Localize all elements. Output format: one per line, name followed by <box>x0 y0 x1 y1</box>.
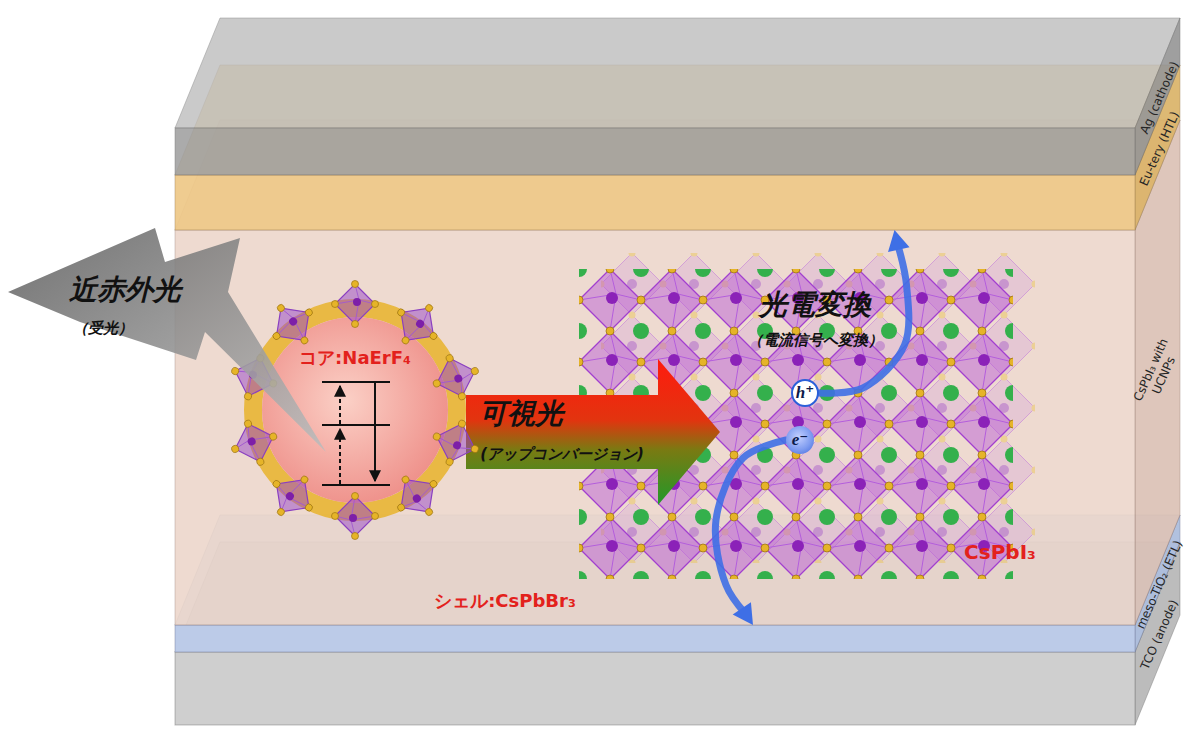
node-label: コア:NaErF₄ <box>299 348 411 369</box>
upconversion-arrow <box>466 359 720 505</box>
text-holder: 近赤外光 <box>69 274 181 306</box>
energy-levels <box>339 386 341 424</box>
electron-carrier: e⁻ <box>786 426 814 454</box>
arrow-body <box>466 395 660 469</box>
electron-transport-layer: meso-TiO₂ (ETL) <box>175 625 1135 652</box>
text-holder: シェル:CsPbBr₃ <box>434 591 576 612</box>
node-label: （電流信号へ変換） <box>748 332 883 349</box>
cathode-layer: Ag (cathode) <box>175 128 1135 175</box>
text-holder: CsPbI₃ with UCNPs <box>1129 330 1187 414</box>
cathode-slab <box>175 128 1135 175</box>
free-label: 近赤外光 <box>69 274 181 306</box>
text-holder: CsPbI₃ <box>964 541 1036 564</box>
node-label: CsPbI₃ with UCNPs <box>1129 330 1187 414</box>
arrow-head <box>888 230 909 252</box>
energy-levels <box>322 381 390 383</box>
shell-octahedra <box>225 413 284 472</box>
edge-label: 可視光 <box>479 398 563 430</box>
htl-slab <box>175 175 1135 230</box>
energy-levels <box>322 382 390 485</box>
absorber-slab <box>175 120 1180 230</box>
shell-octahedra <box>426 413 485 472</box>
text-holder: e⁻ <box>792 430 809 450</box>
shell-ring <box>253 308 457 512</box>
free-label: (アップコンバージョン) <box>480 446 644 463</box>
text-holder: meso-TiO₂ (ETL) <box>1130 536 1186 631</box>
text-holder: （電流信号へ変換） <box>748 330 883 349</box>
text-holder: 光電変換 <box>759 289 871 321</box>
cathode-slab <box>175 18 1180 175</box>
node-label: 光電変換 <box>759 289 871 321</box>
node-label: CsPbI₃ <box>964 541 1036 564</box>
absorber-slab <box>175 120 1180 625</box>
free-label: （受光） <box>73 320 133 337</box>
node-label: e⁻ <box>792 430 809 450</box>
electron-path <box>715 440 786 625</box>
arrow-head <box>733 602 753 625</box>
anode-slab <box>175 652 1135 725</box>
text-holder: （受光） <box>73 318 133 337</box>
text-holder: h⁺ <box>796 383 814 403</box>
energy-levels <box>322 424 390 426</box>
node-label: シェル:CsPbBr₃ <box>434 591 576 612</box>
text-holder: コア:NaErF₄ <box>299 348 411 369</box>
carrier-flow-line <box>715 440 786 613</box>
shell-octahedra <box>384 463 450 529</box>
shell-octahedra <box>384 291 450 357</box>
shell-octahedra <box>225 281 486 540</box>
energy-levels <box>322 484 390 486</box>
shell-octahedra <box>332 281 379 328</box>
nir-light-bolt <box>8 228 326 452</box>
absorber-layer: コア:NaErF₄ シェル:CsPbBr₃ h⁺ e⁻ 光電変換 （電流信号へ変換） CsP… <box>175 230 1135 625</box>
absorber-slab <box>175 230 1135 625</box>
hole-carrier: h⁺ <box>791 379 819 407</box>
shell-octahedra <box>332 493 379 540</box>
shell-octahedra <box>426 348 485 407</box>
etl-slab <box>175 625 1135 652</box>
node-label: h⁺ <box>796 383 814 403</box>
arrow-head <box>658 359 720 505</box>
cathode-slab <box>175 18 1180 128</box>
shell-octahedra <box>260 463 326 529</box>
hole-transport-layer: Eu-tery (HTL) <box>175 175 1135 230</box>
energy-levels <box>374 383 376 481</box>
text-holder: (アップコンバージョン) <box>480 444 644 463</box>
energy-levels <box>339 429 341 484</box>
shell-octahedra <box>260 291 326 357</box>
anode-layer: TCO (anode) <box>175 652 1135 725</box>
perovskite-crystal: h⁺ e⁻ 光電変換 （電流信号へ変換） CsPbI₃ <box>720 262 1045 598</box>
text-holder: 可視光 <box>479 398 563 430</box>
